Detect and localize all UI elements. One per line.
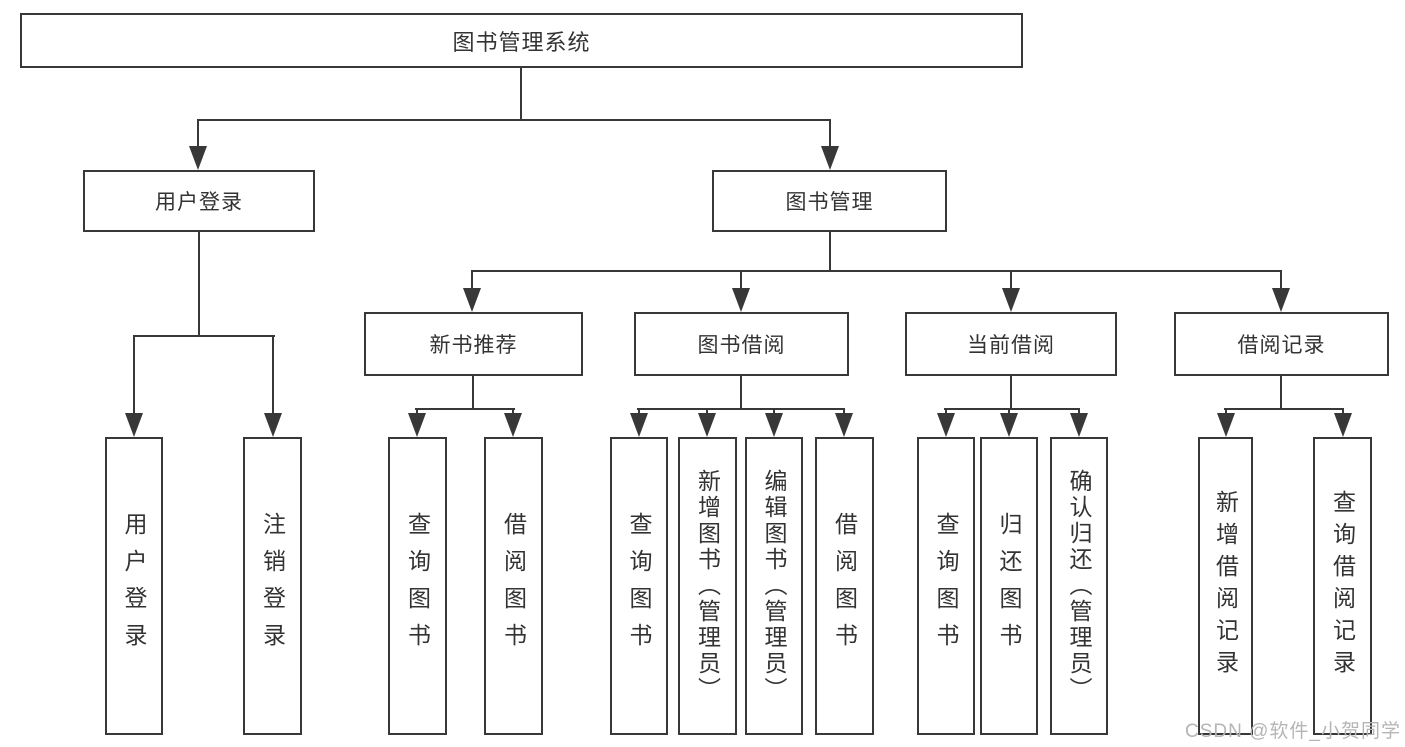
connector-line [740, 376, 742, 410]
arrowhead-down-icon [1002, 288, 1020, 312]
connector-line [829, 232, 831, 272]
arrowhead-down-icon [821, 146, 839, 170]
arrowhead-down-icon [1070, 413, 1088, 437]
connector-line [1342, 408, 1344, 416]
arrowhead-down-icon [125, 413, 143, 437]
connector-line [1078, 408, 1080, 416]
connector-line [944, 408, 1080, 410]
arrowhead-down-icon [1272, 288, 1290, 312]
connector-line [1280, 376, 1282, 410]
leaf-confirm-return-admin: 确认归还（管理员） [1050, 437, 1108, 735]
node-book-management: 图书管理 [712, 170, 947, 232]
arrowhead-down-icon [937, 413, 955, 437]
connector-line [1010, 270, 1012, 292]
connector-line [1010, 376, 1012, 410]
connector-line [829, 119, 831, 149]
connector-line [1280, 270, 1282, 292]
connector-line [198, 232, 200, 337]
node-new-book-recommend: 新书推荐 [364, 312, 583, 376]
connector-line [133, 335, 275, 337]
arrowhead-down-icon [630, 413, 648, 437]
leaf-add-books-admin: 新增图书（管理员） [678, 437, 737, 735]
arrowhead-down-icon [1334, 413, 1352, 437]
arrowhead-down-icon [408, 413, 426, 437]
arrowhead-down-icon [835, 413, 853, 437]
leaf-borrow-books: 借阅图书 [815, 437, 874, 735]
connector-line [1224, 408, 1344, 410]
connector-line [1008, 408, 1010, 416]
arrowhead-down-icon [504, 413, 522, 437]
node-current-borrow: 当前借阅 [905, 312, 1117, 376]
connector-line [512, 408, 514, 416]
connector-line [740, 270, 742, 292]
leaf-borrow-books-recommend: 借阅图书 [484, 437, 543, 735]
leaf-query-borrow-record: 查询借阅记录 [1313, 437, 1372, 735]
node-root: 图书管理系统 [20, 13, 1023, 68]
arrowhead-down-icon [463, 288, 481, 312]
connector-line [706, 408, 708, 416]
connector-line [415, 408, 515, 410]
connector-line [637, 408, 845, 410]
connector-line [472, 376, 474, 410]
leaf-add-borrow-record: 新增借阅记录 [1198, 437, 1253, 735]
csdn-watermark: CSDN @软件_小贺同学 [1185, 721, 1401, 742]
connector-line [471, 270, 473, 292]
connector-line [773, 408, 775, 416]
leaf-query-books-recommend: 查询图书 [388, 437, 447, 735]
arrowhead-down-icon [1000, 413, 1018, 437]
connector-line [133, 335, 135, 417]
arrowhead-down-icon [698, 413, 716, 437]
arrowhead-down-icon [1217, 413, 1235, 437]
connector-line [416, 408, 418, 416]
connector-line [197, 119, 199, 149]
connector-line [1225, 408, 1227, 416]
leaf-logout: 注销登录 [243, 437, 302, 735]
leaf-query-books-current: 查询图书 [917, 437, 975, 735]
connector-line [272, 335, 274, 417]
connector-line [945, 408, 947, 416]
connector-line [843, 408, 845, 416]
connector-line [638, 408, 640, 416]
leaf-query-books-borrow: 查询图书 [610, 437, 668, 735]
leaf-user-login: 用户登录 [105, 437, 163, 735]
leaf-return-books: 归还图书 [980, 437, 1038, 735]
connector-line [520, 68, 522, 121]
connector-line [471, 270, 1282, 272]
node-user-login: 用户登录 [83, 170, 315, 232]
node-book-borrow: 图书借阅 [634, 312, 849, 376]
leaf-edit-books-admin: 编辑图书（管理员） [745, 437, 803, 735]
node-borrow-records: 借阅记录 [1174, 312, 1389, 376]
arrowhead-down-icon [732, 288, 750, 312]
connector-line [197, 119, 831, 121]
arrowhead-down-icon [264, 413, 282, 437]
arrowhead-down-icon [189, 146, 207, 170]
arrowhead-down-icon [765, 413, 783, 437]
